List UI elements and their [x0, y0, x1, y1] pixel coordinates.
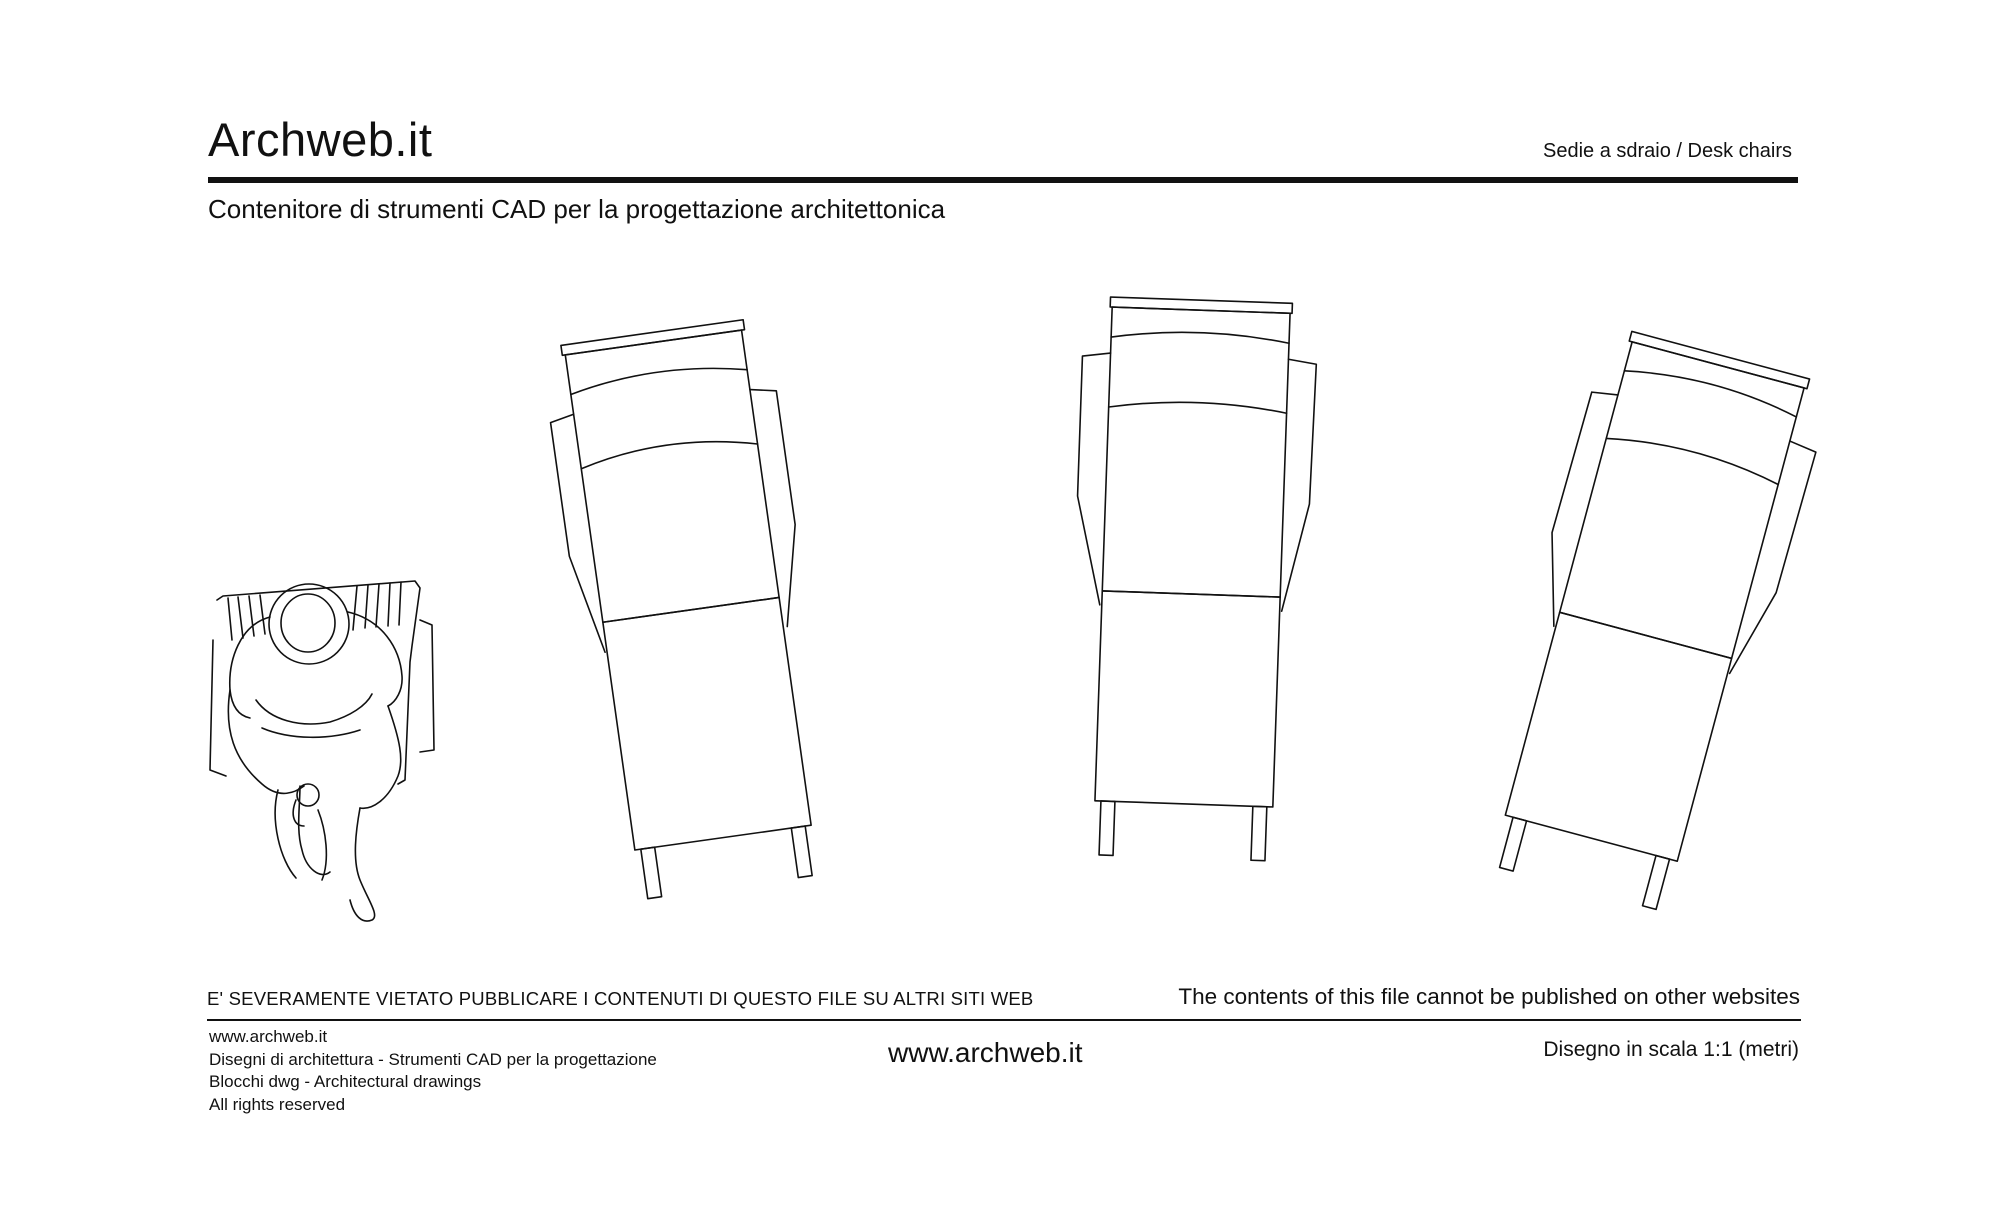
drawing-scale: Disegno in scala 1:1 (metri) [1543, 1038, 1799, 1061]
copyright-notice-italian: E' SEVERAMENTE VIETATO PUBBLICARE I CONT… [207, 988, 1034, 1009]
credit-line-rights: All rights reserved [209, 1095, 346, 1114]
seated-person-figure [209, 580, 435, 922]
subtitle: Contenitore di strumenti CAD per la prog… [208, 194, 946, 224]
credit-line-blocks: Blocchi dwg - Architectural drawings [209, 1072, 482, 1091]
brand-title: Archweb.it [208, 113, 433, 166]
lounge-chair-1 [549, 318, 813, 900]
lounge-chair-2 [1076, 296, 1318, 862]
header-rule [208, 177, 1798, 183]
credit-line-website: www.archweb.it [209, 1027, 328, 1046]
website-link[interactable]: www.archweb.it [888, 1037, 1083, 1068]
footer-rule [207, 1019, 1801, 1021]
lounge-chair-3 [1498, 330, 1817, 911]
credit-line-description: Disegni di architettura - Strumenti CAD … [209, 1050, 657, 1069]
copyright-notice-english: The contents of this file cannot be publ… [1178, 984, 1800, 1009]
drawing-category: Sedie a sdraio / Desk chairs [1542, 140, 1792, 162]
